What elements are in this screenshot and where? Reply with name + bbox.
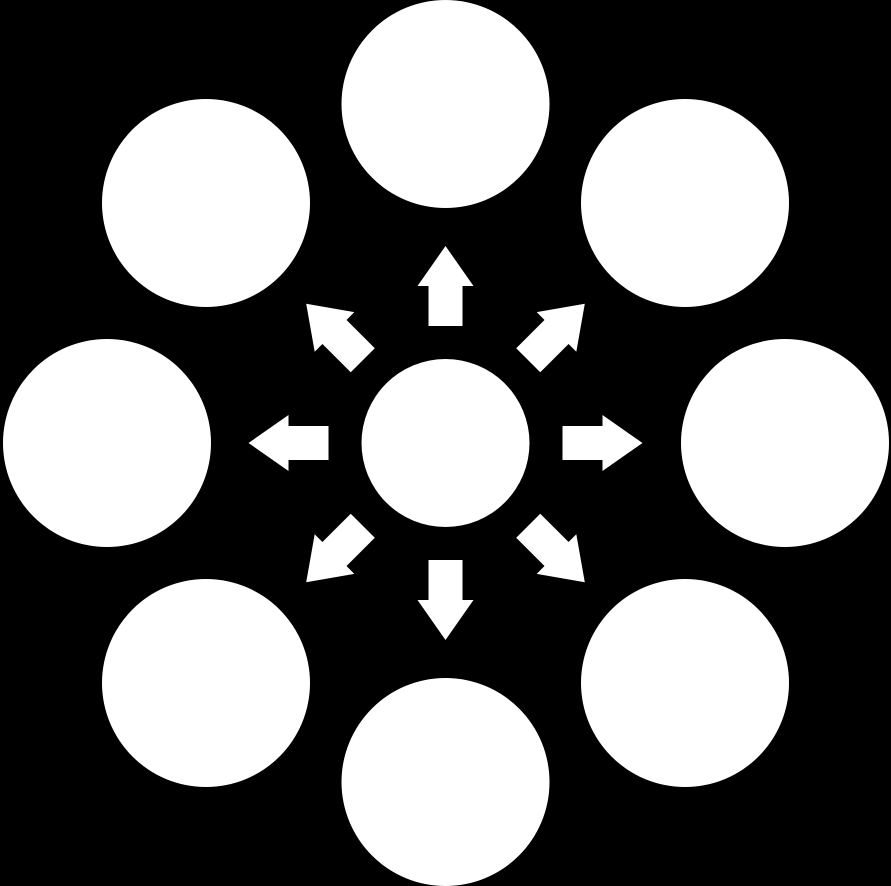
arrow-ne (516, 303, 585, 373)
arrow-se (516, 513, 585, 583)
outer-node-w (3, 339, 211, 547)
arrow-n (417, 246, 474, 326)
outer-node-n (341, 0, 550, 208)
arrow-w (248, 415, 329, 471)
outer-node-se (581, 579, 789, 787)
outer-node-ne (581, 99, 789, 307)
arrow-se-icon (516, 513, 585, 583)
arrow-w-icon (248, 415, 329, 471)
arrow-sw-icon (306, 513, 375, 583)
nodes-group (3, 0, 889, 886)
outer-node-nw (102, 99, 310, 307)
outer-node-e (681, 339, 889, 547)
arrows-group (248, 246, 643, 640)
arrow-sw (306, 513, 375, 583)
arrow-e (562, 415, 643, 471)
arrow-e-icon (562, 415, 643, 471)
outer-node-s (341, 678, 550, 886)
center-node (361, 359, 530, 527)
arrow-nw-icon (306, 303, 375, 373)
arrow-s (417, 560, 474, 640)
arrow-n-icon (417, 246, 474, 326)
outer-node-sw (102, 579, 310, 787)
arrow-nw (306, 303, 375, 373)
arrow-s-icon (417, 560, 474, 640)
arrow-ne-icon (516, 303, 585, 373)
